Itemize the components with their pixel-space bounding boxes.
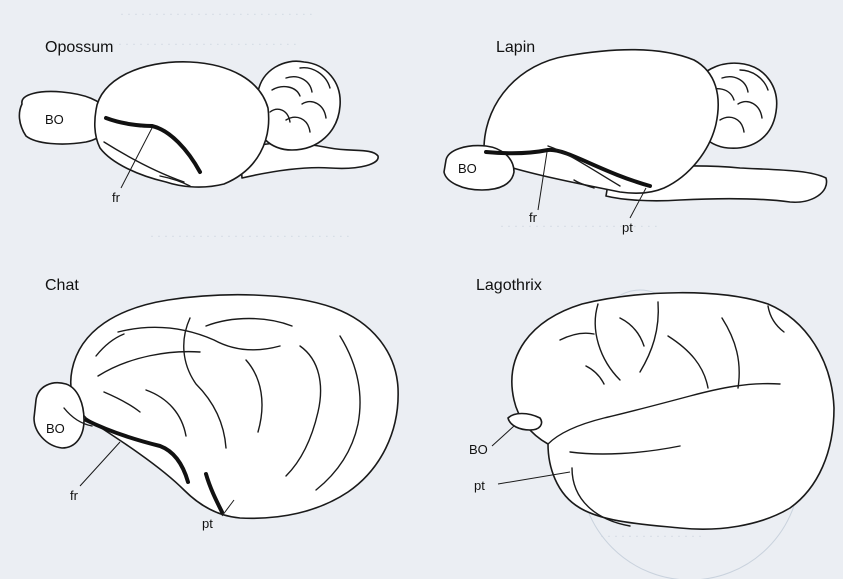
label-pt: pt <box>202 516 213 531</box>
label-bo: BO <box>45 112 64 127</box>
cerebellum <box>256 61 340 150</box>
leader-bo <box>492 426 514 446</box>
label-fr: fr <box>112 190 121 205</box>
svg-text:· · · · · · · · · · · · · · ·: · · · · · · · · · · · · · · · · · · · · … <box>500 219 658 233</box>
svg-text:· · · · · · · · · · · · · · ·: · · · · · · · · · · · · · · · · · · · · … <box>120 7 313 21</box>
label-fr: fr <box>529 210 538 225</box>
panel-lapin: Lapin BO fr pt <box>444 39 827 235</box>
panel-title: Chat <box>45 277 79 294</box>
label-bo: BO <box>469 442 488 457</box>
panel-lagothrix: Lagothrix BO pt <box>469 277 834 529</box>
panel-opossum: Opossum BO fr <box>19 39 378 205</box>
panel-chat: Chat BO fr pt <box>34 277 398 531</box>
label-pt: pt <box>474 478 485 493</box>
svg-text:· · · · · · · · · · · · · · ·: · · · · · · · · · · · · · · · <box>600 529 702 543</box>
svg-text:· · · · · · · · · · · · · · ·: · · · · · · · · · · · · · · · · · · · · … <box>150 229 350 243</box>
svg-text:· · · · · · · · · · · · · · ·: · · · · · · · · · · · · · · · · · · · · … <box>90 37 297 51</box>
label-bo: BO <box>458 161 477 176</box>
olfactory-bulb <box>34 383 84 448</box>
panel-title: Lapin <box>496 39 535 56</box>
label-fr: fr <box>70 488 79 503</box>
label-pt: pt <box>622 220 633 235</box>
panel-title: Opossum <box>45 39 113 56</box>
cerebral-hemisphere <box>512 293 834 529</box>
panel-title: Lagothrix <box>476 277 542 294</box>
label-bo: BO <box>46 421 65 436</box>
cerebral-hemisphere <box>71 295 398 519</box>
leader-fr <box>80 442 120 486</box>
cerebral-hemisphere <box>484 50 718 193</box>
